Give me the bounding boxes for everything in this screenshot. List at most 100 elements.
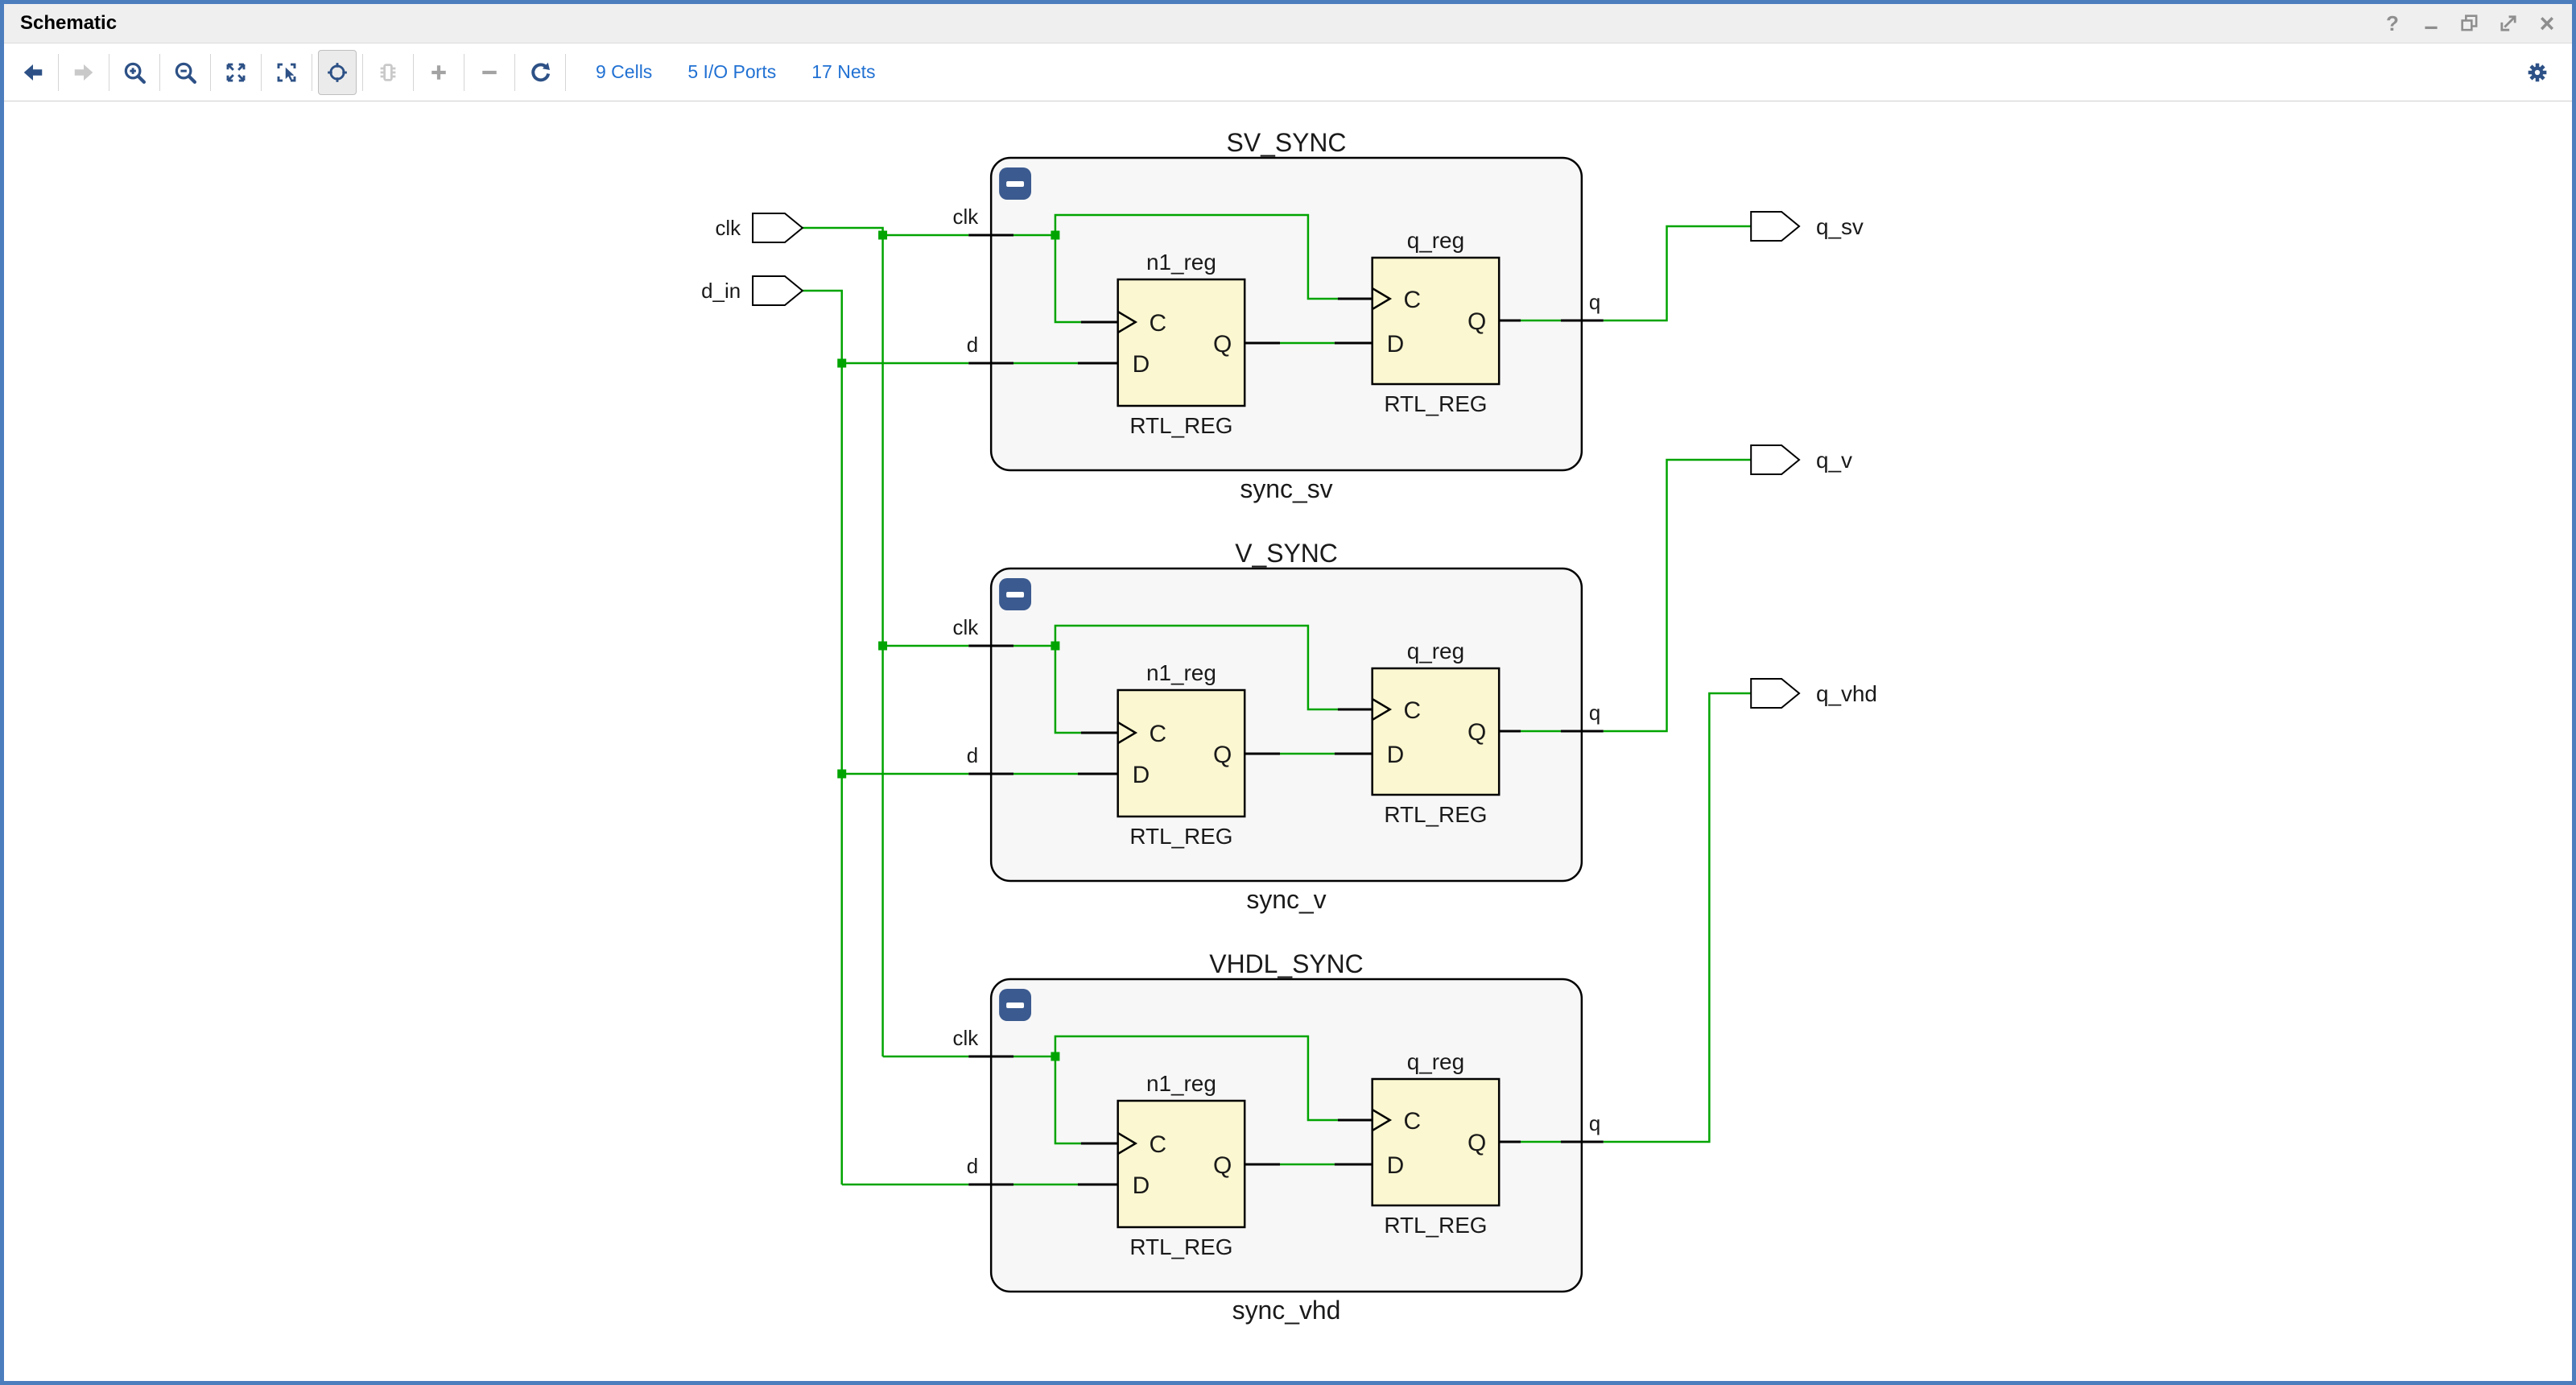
input-port-d-in[interactable]: d_in	[701, 275, 804, 306]
cell-q-reg[interactable]: q_reg RTL_REG C D Q	[1371, 639, 1501, 827]
output-port-q-v-label: q_v	[1816, 448, 1852, 473]
output-port-q-v[interactable]: q_v	[1750, 444, 1852, 475]
block-pin-d: d	[967, 334, 978, 357]
schematic-canvas[interactable]: clk d_in q_sv q_v q_vhd	[4, 101, 2572, 1381]
cell-pin-d: D	[1133, 762, 1150, 788]
forward-button[interactable]	[64, 50, 103, 95]
input-port-clk[interactable]: clk	[715, 213, 804, 243]
block-pin-stubs	[968, 1055, 1604, 1186]
block-collapse-button[interactable]	[999, 989, 1031, 1021]
net-d-in[interactable]	[802, 289, 843, 1184]
clock-triangle-icon	[1117, 310, 1138, 334]
clock-triangle-icon	[1372, 697, 1393, 721]
cell-n1-reg[interactable]: n1_reg RTL_REG C D Q	[1117, 250, 1246, 438]
block-pin-q: q	[1589, 702, 1600, 725]
toolbar-separator	[362, 53, 363, 91]
block-collapse-button[interactable]	[999, 578, 1031, 610]
input-port-d-in-label: d_in	[701, 280, 741, 303]
gear-icon	[2528, 63, 2547, 81]
block-pin-clk: clk	[953, 1027, 979, 1050]
sync-block-0: SV_SYNC sync_sv clk d q	[841, 128, 1604, 503]
net-q-vhd[interactable]	[1603, 692, 1752, 1143]
block-nets[interactable]	[841, 213, 1561, 365]
block-pin-stubs	[968, 644, 1604, 775]
back-button[interactable]	[14, 50, 52, 95]
minus-icon	[1006, 1003, 1025, 1008]
cell-n1-reg[interactable]: n1_reg RTL_REG C D Q	[1117, 660, 1246, 849]
help-icon[interactable]: ?	[2386, 10, 2399, 35]
toolbar-separator	[210, 53, 211, 91]
nets-link[interactable]: 17 Nets	[811, 61, 876, 82]
cell-name: q_reg	[1407, 639, 1464, 664]
block-nets[interactable]	[841, 1035, 1561, 1186]
cell-type: RTL_REG	[1129, 824, 1232, 849]
regenerate-button[interactable]	[521, 50, 559, 95]
cells-link[interactable]: 9 Cells	[596, 61, 653, 82]
net-q-sv[interactable]	[1603, 225, 1752, 322]
title-bar: Schematic ? ×	[4, 4, 2572, 43]
block-nets[interactable]	[841, 624, 1561, 775]
block-pin-clk: clk	[953, 617, 979, 639]
maximize-icon[interactable]	[2496, 10, 2520, 37]
cell-type: RTL_REG	[1384, 802, 1487, 827]
window-title: Schematic	[20, 12, 118, 34]
cell-type: RTL_REG	[1129, 1234, 1232, 1259]
cell-pin-q: Q	[1468, 1130, 1486, 1156]
minus-icon	[1006, 592, 1025, 597]
toolbar-separator	[58, 53, 59, 91]
toolbar-separator	[514, 53, 515, 91]
cell-name: q_reg	[1407, 1049, 1464, 1074]
block-collapse-button[interactable]	[999, 167, 1031, 200]
block-pin-q: q	[1589, 1113, 1600, 1135]
minus-icon	[1006, 181, 1025, 187]
output-port-q-sv-label: q_sv	[1816, 214, 1864, 239]
output-port-q-vhd[interactable]: q_vhd	[1750, 678, 1877, 709]
cell-q-reg[interactable]: q_reg RTL_REG C D Q	[1371, 1049, 1501, 1238]
block-title: SV_SYNC	[1227, 128, 1347, 157]
cell-n1-reg[interactable]: n1_reg RTL_REG C D Q	[1117, 1071, 1246, 1259]
output-port-q-sv[interactable]: q_sv	[1750, 211, 1864, 242]
collapse-button[interactable]	[470, 50, 509, 95]
clock-triangle-icon	[1372, 1108, 1393, 1132]
cell-pin-c: C	[1150, 1131, 1167, 1158]
cell-q-reg[interactable]: q_reg RTL_REG C D Q	[1371, 228, 1501, 416]
block-title: VHDL_SYNC	[1209, 949, 1363, 978]
block-instance-label: sync_vhd	[1232, 1296, 1341, 1325]
net-clk[interactable]	[802, 226, 884, 1056]
toolbar: 9 Cells 5 I/O Ports 17 Nets	[4, 43, 2572, 101]
clock-triangle-icon	[1117, 721, 1138, 745]
toolbar-separator	[159, 53, 160, 91]
block-pin-d: d	[967, 745, 978, 767]
cell-type: RTL_REG	[1384, 1213, 1487, 1238]
net-q-v[interactable]	[1603, 458, 1752, 733]
cell-pin-c: C	[1404, 1108, 1422, 1135]
cell-pin-q: Q	[1468, 719, 1486, 746]
cell-type: RTL_REG	[1384, 391, 1487, 416]
expand-button[interactable]	[419, 50, 458, 95]
cell-name: n1_reg	[1146, 1071, 1216, 1096]
output-port-q-vhd-label: q_vhd	[1816, 681, 1877, 706]
block-title: V_SYNC	[1235, 539, 1338, 568]
block-instance-label: sync_sv	[1240, 474, 1332, 503]
toolbar-links: 9 Cells 5 I/O Ports 17 Nets	[596, 61, 876, 83]
net-junction-dot	[1051, 1052, 1060, 1061]
cell-pin-d: D	[1387, 742, 1405, 768]
zoom-fit-button[interactable]	[217, 50, 255, 95]
zoom-to-selection-button[interactable]	[267, 50, 306, 95]
input-port-clk-label: clk	[715, 217, 741, 240]
minimize-icon[interactable]	[2419, 10, 2443, 37]
cell-pin-c: C	[1404, 287, 1422, 313]
block-pin-q: q	[1589, 291, 1600, 314]
zoom-in-button[interactable]	[115, 50, 154, 95]
float-window-icon[interactable]	[2458, 10, 2482, 37]
block-pin-d: d	[967, 1156, 978, 1178]
cell-name: n1_reg	[1146, 660, 1216, 685]
cell-pin-d: D	[1387, 1152, 1405, 1179]
block-instance-label: sync_v	[1246, 885, 1326, 914]
io-ports-link[interactable]: 5 I/O Ports	[687, 61, 777, 82]
zoom-out-button[interactable]	[166, 50, 204, 95]
settings-button[interactable]	[2524, 59, 2551, 86]
expand-cone-button[interactable]	[369, 50, 407, 95]
autofit-selection-button[interactable]	[318, 49, 357, 95]
close-icon[interactable]: ×	[2539, 8, 2555, 38]
